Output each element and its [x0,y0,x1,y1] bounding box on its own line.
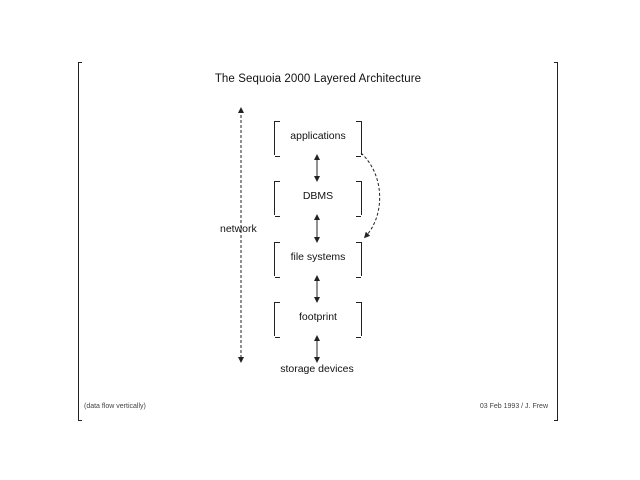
layer-label-file-systems: file systems [290,251,346,263]
layer-label-footprint: footprint [299,311,337,323]
footer-date-author: 03 Feb 1993 / J. Frew [479,403,548,410]
layer-footprint: footprint [274,302,362,338]
frame-right-bracket [554,62,558,421]
layer-dbms: DBMS [274,181,362,217]
layer-file-systems: file systems [274,242,362,278]
storage-devices-label: storage devices [280,363,354,375]
layer-applications: applications [274,121,362,157]
bypass-dashed-arc [360,152,381,239]
diagram-title: The Sequoia 2000 Layered Architecture [214,73,422,85]
layer-label-dbms: DBMS [302,190,334,202]
footer-note: (data flow vertically) [84,403,146,410]
frame-left-bracket [78,62,82,421]
layer-label-applications: applications [290,130,346,142]
